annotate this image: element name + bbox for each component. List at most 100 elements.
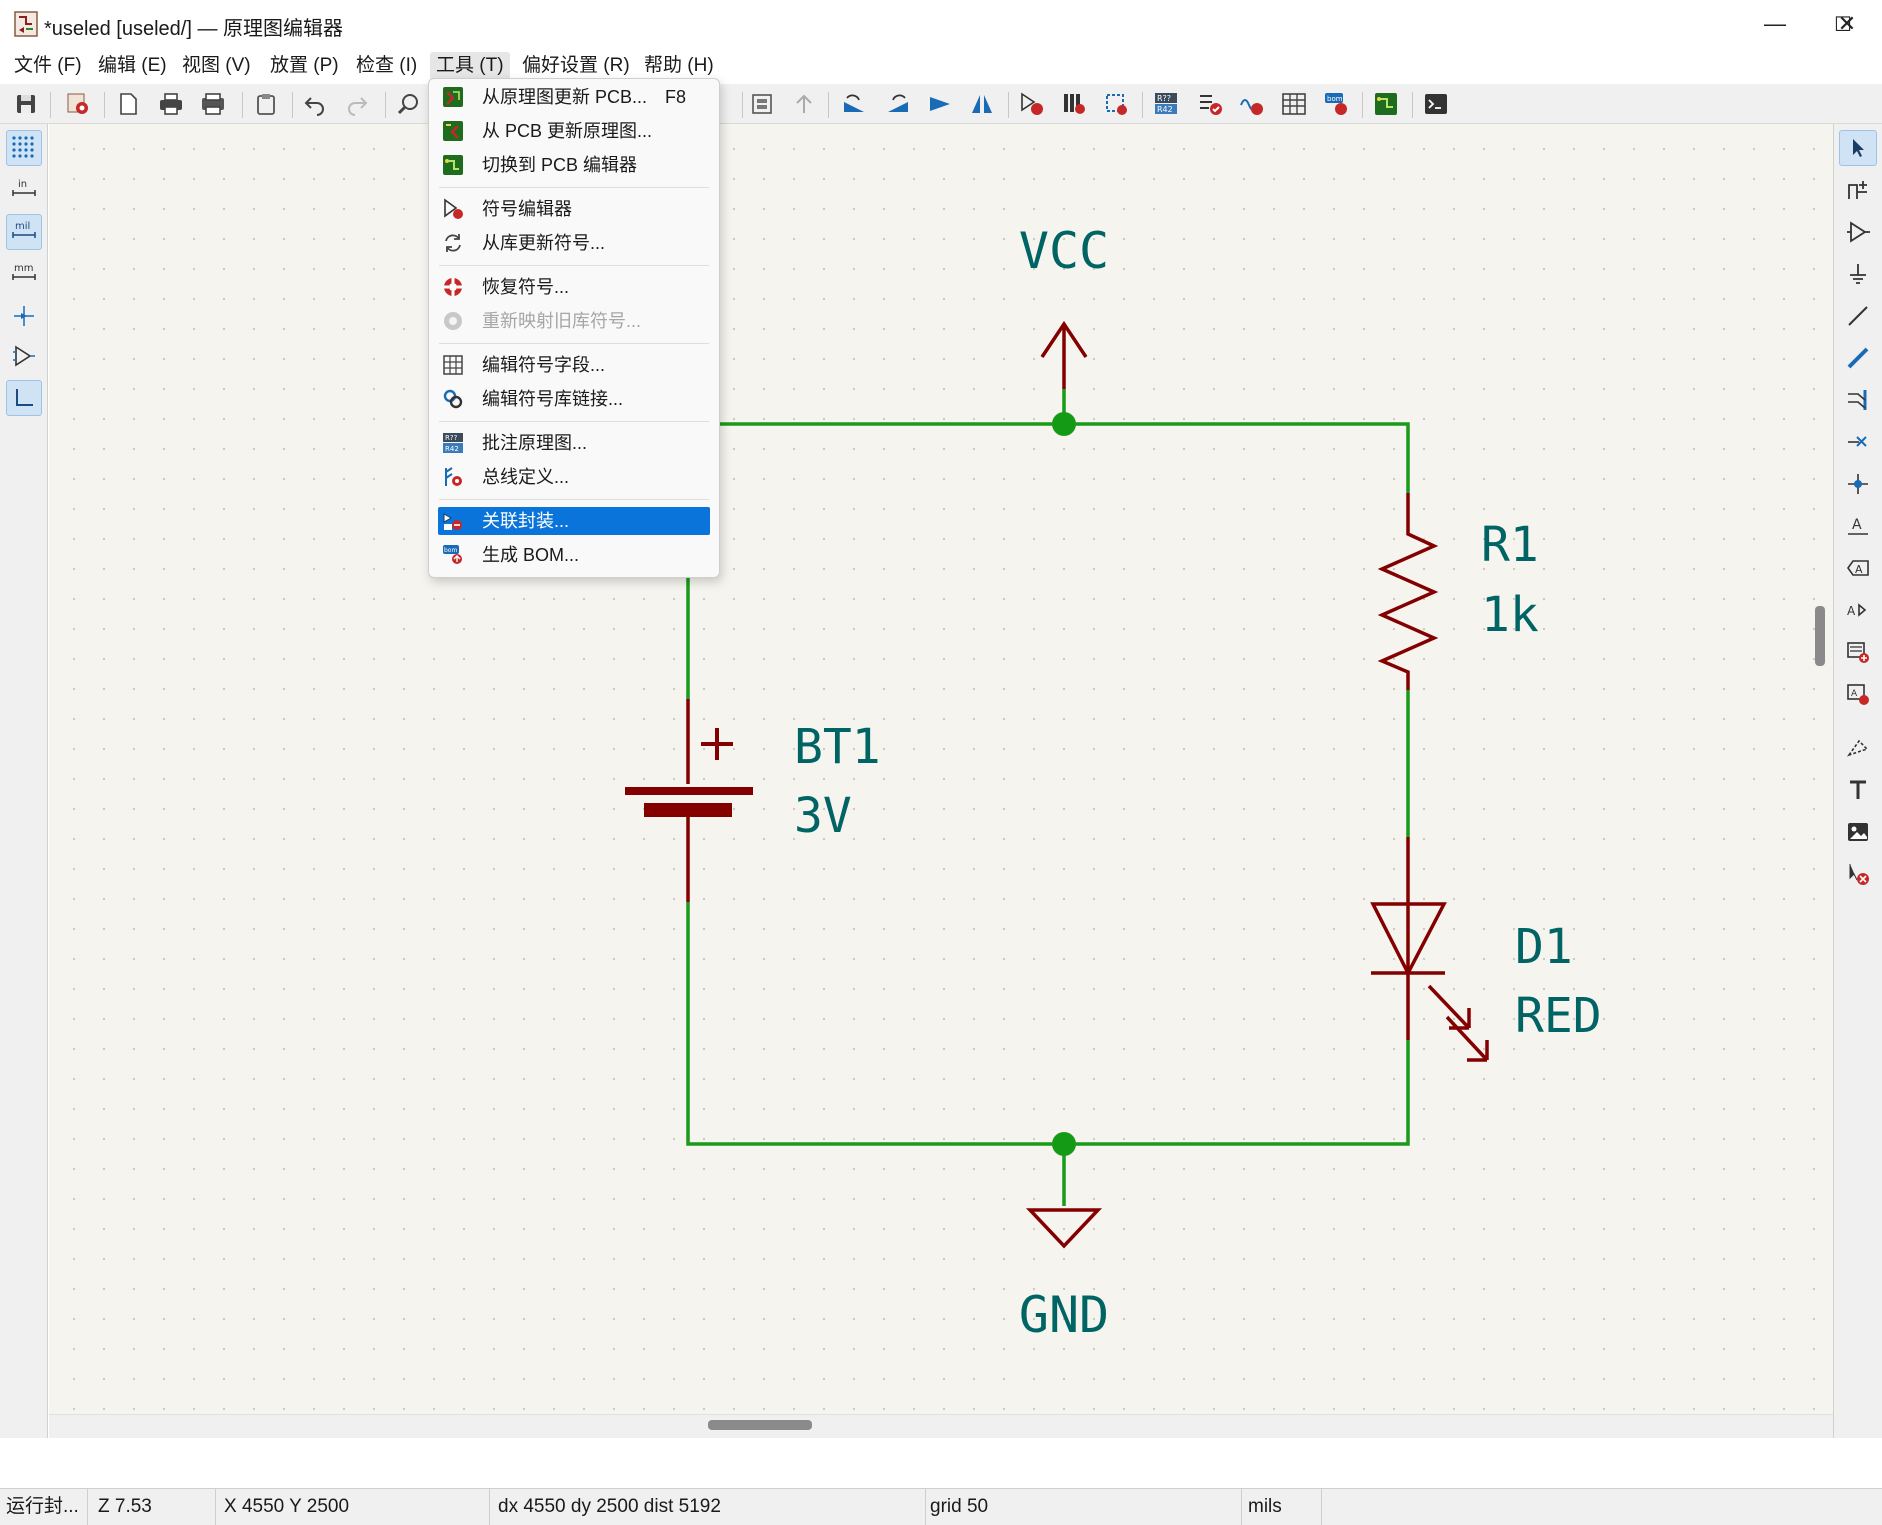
- add-graphic-line-icon[interactable]: [1839, 730, 1877, 766]
- menu-edit[interactable]: 编辑 (E): [98, 55, 167, 76]
- svg-text:R??: R??: [1157, 94, 1171, 103]
- import-sheet-pin-icon[interactable]: A: [1839, 676, 1877, 712]
- add-wire-icon[interactable]: [1839, 298, 1877, 334]
- wire-to-bus-entry-icon[interactable]: [1839, 382, 1877, 418]
- menu-item-edit-symbol-fields[interactable]: 编辑符号字段...: [438, 351, 710, 379]
- line-mode-icon[interactable]: [6, 380, 42, 416]
- cursor-cross-icon[interactable]: [6, 298, 42, 334]
- highlight-net-icon[interactable]: [1839, 172, 1877, 208]
- vertical-scroll-thumb[interactable]: [1815, 606, 1825, 666]
- status-bar: 运行封... Z 7.53 X 4550 Y 2500 dx 4550 dy 2…: [0, 1488, 1882, 1525]
- add-sheet-icon[interactable]: [1839, 634, 1877, 670]
- erc-icon[interactable]: [1194, 88, 1226, 120]
- redo-icon[interactable]: [341, 88, 373, 120]
- minimize-button[interactable]: —: [1764, 11, 1786, 36]
- scripting-console-icon[interactable]: [1420, 88, 1452, 120]
- horizontal-scroll-thumb[interactable]: [708, 1420, 812, 1430]
- menu-item-update-symbols[interactable]: 从库更新符号...: [438, 229, 710, 257]
- net-label-icon[interactable]: A: [1839, 508, 1877, 544]
- menu-item-assign-footprints[interactable]: 关联封装...: [438, 507, 710, 535]
- select-icon[interactable]: [1839, 130, 1877, 166]
- status-units: mils: [1242, 1489, 1322, 1525]
- status-zoom: Z 7.53: [88, 1489, 216, 1525]
- eeschema-app-icon: [14, 11, 38, 37]
- schematic-setup-icon[interactable]: [62, 88, 94, 120]
- svg-text:bom: bom: [1327, 95, 1343, 103]
- assign-footprint-icon: [443, 513, 462, 530]
- schematic-canvas[interactable]: VCC R1 1k BT1 3V D1 RED GND: [49, 124, 1833, 1438]
- status-message: 运行封...: [0, 1489, 88, 1525]
- page-settings-icon[interactable]: [112, 88, 144, 120]
- menu-item-switch-pcb-editor[interactable]: 切换到 PCB 编辑器: [438, 151, 710, 179]
- rotate-ccw-icon[interactable]: [838, 88, 870, 120]
- menu-inspect[interactable]: 检查 (I): [356, 55, 418, 76]
- add-power-icon[interactable]: [1839, 256, 1877, 292]
- wire-bottom: [686, 902, 1410, 1146]
- hidden-pins-icon[interactable]: [6, 338, 42, 374]
- menu-preferences[interactable]: 偏好设置 (R): [522, 55, 630, 76]
- add-image-icon[interactable]: [1839, 814, 1877, 850]
- switch-to-pcb-icon[interactable]: [1370, 88, 1402, 120]
- menu-item-update-pcb[interactable]: 从原理图更新 PCB... F8: [438, 83, 710, 111]
- menu-item-update-schematic[interactable]: 从 PCB 更新原理图...: [438, 117, 710, 145]
- undo-icon[interactable]: [299, 88, 331, 120]
- add-bus-icon[interactable]: [1839, 340, 1877, 376]
- symbol-editor-icon[interactable]: [1016, 88, 1048, 120]
- link-icon: [443, 389, 463, 409]
- junction-dot: [1052, 1132, 1076, 1156]
- simulator-icon[interactable]: [1236, 88, 1268, 120]
- leave-sheet-icon[interactable]: [788, 88, 820, 120]
- status-cursor-coords: X 4550 Y 2500: [216, 1489, 490, 1525]
- menu-help[interactable]: 帮助 (H): [644, 55, 714, 76]
- no-connect-icon[interactable]: [1839, 424, 1877, 460]
- find-icon[interactable]: [393, 88, 425, 120]
- menu-item-annotate[interactable]: R??R42 批注原理图...: [438, 429, 710, 457]
- update-schematic-icon: [443, 121, 463, 141]
- vcc-label: VCC: [1019, 222, 1109, 280]
- grid-icon[interactable]: [6, 130, 42, 166]
- close-button[interactable]: ✕: [1837, 11, 1857, 36]
- paste-icon[interactable]: [250, 88, 282, 120]
- menu-item-remap-symbols: 重新映射旧库符号...: [438, 307, 710, 335]
- add-text-icon[interactable]: [1839, 772, 1877, 808]
- menu-item-symbol-editor[interactable]: 符号编辑器: [438, 195, 710, 223]
- table-icon: [443, 355, 463, 375]
- global-label-icon[interactable]: A: [1839, 550, 1877, 586]
- millimeters-icon[interactable]: mm: [6, 256, 42, 292]
- delete-icon[interactable]: [1839, 856, 1877, 892]
- add-symbol-icon[interactable]: [1839, 214, 1877, 250]
- inches-icon[interactable]: in: [6, 172, 42, 208]
- svg-text:mil: mil: [15, 221, 30, 232]
- r1-value: 1k: [1481, 587, 1539, 643]
- svg-text:A: A: [1847, 604, 1856, 618]
- junction-icon[interactable]: [1839, 466, 1877, 502]
- right-toolbar: A A A A: [1833, 124, 1882, 1438]
- bus-definition-icon: [445, 467, 462, 486]
- footprint-editor-icon[interactable]: [1100, 88, 1132, 120]
- plot-icon[interactable]: [197, 88, 229, 120]
- mirror-vertical-icon[interactable]: [924, 88, 956, 120]
- mils-icon[interactable]: mil: [6, 214, 42, 250]
- menu-file[interactable]: 文件 (F): [14, 55, 82, 76]
- print-icon[interactable]: [155, 88, 187, 120]
- menu-item-rescue-symbols[interactable]: 恢复符号...: [438, 273, 710, 301]
- rotate-cw-icon[interactable]: [882, 88, 914, 120]
- menu-item-edit-library-links[interactable]: 编辑符号库链接...: [438, 385, 710, 413]
- menu-tools[interactable]: 工具 (T): [430, 52, 510, 80]
- menu-view[interactable]: 视图 (V): [182, 55, 251, 76]
- menu-item-generate-bom[interactable]: bom 生成 BOM...: [443, 545, 580, 565]
- bt1-value: 3V: [794, 788, 852, 844]
- menu-item-bus-definitions[interactable]: 总线定义...: [438, 463, 710, 491]
- bom-icon[interactable]: bom: [1320, 88, 1352, 120]
- maximize-button[interactable]: ☐: [1834, 13, 1852, 36]
- menu-place[interactable]: 放置 (P): [270, 55, 339, 76]
- mirror-horizontal-icon[interactable]: [966, 88, 998, 120]
- edit-fields-table-icon[interactable]: [1278, 88, 1310, 120]
- hierarchical-label-icon[interactable]: A: [1839, 592, 1877, 628]
- horizontal-scrollbar[interactable]: [49, 1414, 1833, 1438]
- symbol-library-browser-icon[interactable]: [1058, 88, 1090, 120]
- annotate-icon[interactable]: R??R42: [1150, 88, 1182, 120]
- pcb-editor-icon: [443, 155, 463, 175]
- save-icon[interactable]: [10, 88, 42, 120]
- hierarchy-navigator-icon[interactable]: [746, 88, 778, 120]
